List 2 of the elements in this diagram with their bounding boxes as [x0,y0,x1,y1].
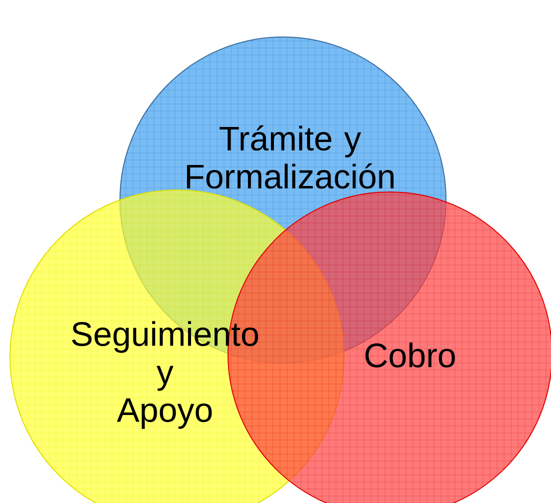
circle-label: Cobro [365,342,455,368]
circle-label: Trámite y Formalización [186,125,394,189]
